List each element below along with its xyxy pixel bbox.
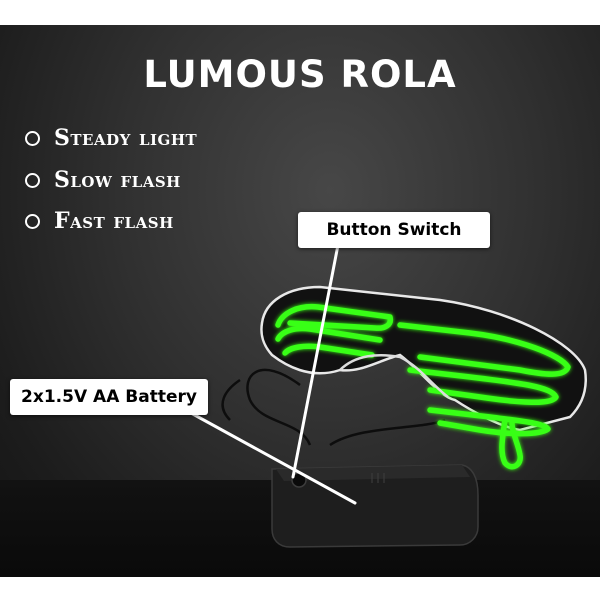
hollow-circle-icon (25, 213, 40, 229)
led-shutter-glasses-icon (260, 285, 587, 470)
mode-label: Steady light (54, 125, 198, 151)
product-title: LUMOUS ROLA (143, 53, 457, 96)
mode-item-steady-light: Steady light (25, 123, 197, 153)
mode-item-slow-flash: Slow flash (25, 165, 181, 195)
callout-pointers (178, 243, 357, 505)
mode-label: Slow flash (54, 167, 181, 193)
cable (221, 368, 446, 447)
battery-pack-icon (271, 464, 479, 548)
mode-item-fast-flash: Fast flash (25, 206, 174, 236)
hollow-circle-icon (25, 130, 40, 146)
hollow-circle-icon (25, 172, 40, 188)
button-switch-callout: Button Switch (298, 212, 490, 248)
dark-background-panel: LUMOUS ROLA Steady light Slow flash Fast… (0, 25, 600, 577)
product-illustration (178, 243, 587, 548)
mode-label: Fast flash (54, 208, 174, 234)
battery-callout: 2x1.5V AA Battery (10, 379, 208, 415)
